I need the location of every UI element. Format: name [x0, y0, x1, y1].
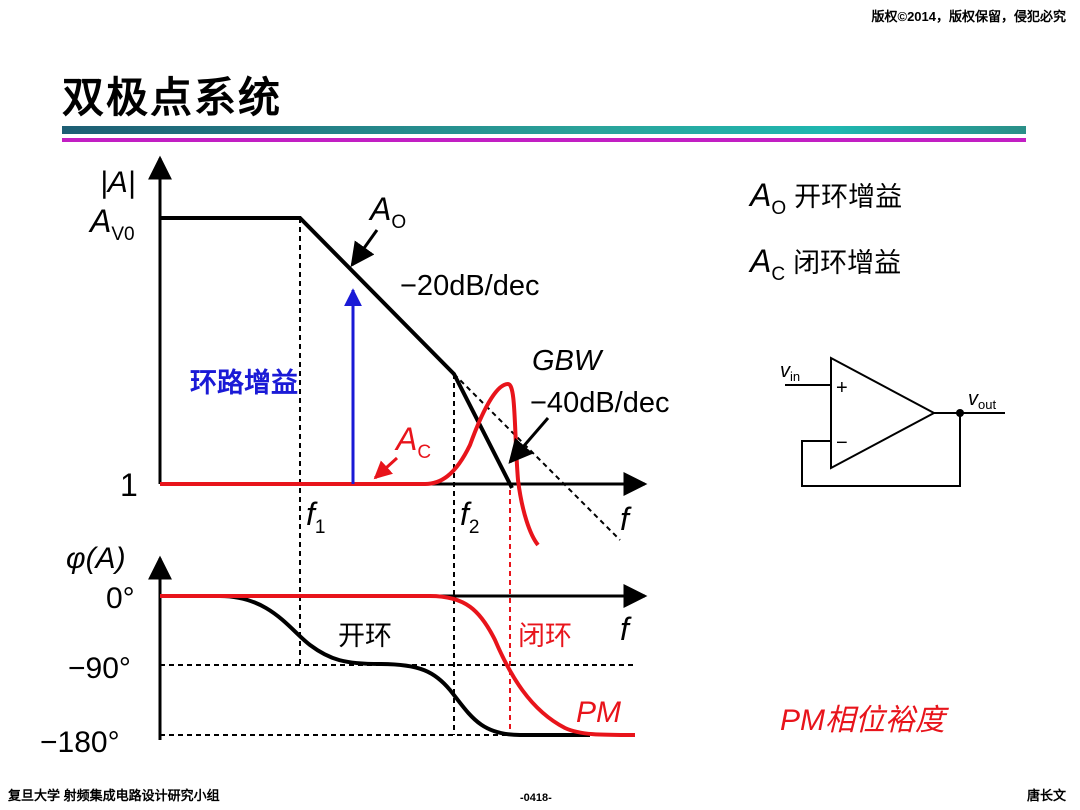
av0-label: AV0 — [88, 203, 135, 245]
opamp-schematic: + − vin vout — [780, 356, 1005, 487]
phase-axis-label: φ(A) — [66, 542, 126, 575]
opamp-minus-sign: − — [836, 432, 848, 454]
footer-page-number: -0418- — [520, 792, 552, 804]
title-divider-band — [62, 126, 1026, 134]
unity-gain-label: 1 — [120, 467, 138, 503]
slope-40db-label: −40dB/dec — [530, 387, 669, 419]
slope-20db-label: −20dB/dec — [400, 270, 539, 302]
ac-curve-label: AC — [394, 421, 431, 463]
vout-label: vout — [968, 388, 996, 412]
opamp-triangle — [830, 356, 937, 470]
phase-frequency-label: f — [620, 611, 632, 647]
slope2-pointer-arrow — [508, 417, 550, 464]
asymptote-extension — [453, 373, 621, 541]
feedback-wire — [801, 413, 961, 487]
magnitude-frequency-label: f — [620, 501, 632, 537]
f1-label: f1 — [306, 496, 325, 538]
legend-pm: PM相位裕度 — [780, 704, 949, 737]
phase-180-label: −180° — [40, 726, 120, 759]
footer-organization: 复旦大学 射频集成电路设计研究小组 — [8, 788, 220, 803]
gbw-label: GBW — [532, 345, 604, 377]
phase-0-label: 0° — [106, 582, 135, 615]
open-loop-phase-curve — [160, 594, 590, 737]
vin-label: vin — [780, 360, 800, 384]
open-loop-label: 开环 — [338, 621, 392, 652]
closed-loop-phase-curve — [160, 594, 636, 737]
slide-title: 双极点系统 — [62, 73, 283, 122]
magnitude-axis-label: |A| — [100, 166, 136, 199]
opamp-plus-sign: + — [836, 377, 848, 399]
ac-pointer-arrow — [373, 456, 399, 480]
ao-curve-label: AO — [368, 191, 406, 233]
open-loop-magnitude-curve — [160, 216, 514, 489]
title-divider-accent — [62, 138, 1026, 142]
ao-pointer-arrow — [350, 229, 379, 267]
loop-gain-label: 环路增益 — [190, 367, 298, 399]
pm-label: PM — [576, 696, 621, 729]
phase-90-label: −90° — [68, 652, 131, 685]
f2-label: f2 — [460, 496, 479, 538]
footer-author: 唐长文 — [1026, 788, 1066, 803]
closed-loop-magnitude-curve — [160, 381, 540, 547]
copyright-notice: 版权©2014，版权保留，侵犯必究 — [871, 9, 1067, 24]
closed-loop-label: 闭环 — [518, 621, 572, 652]
